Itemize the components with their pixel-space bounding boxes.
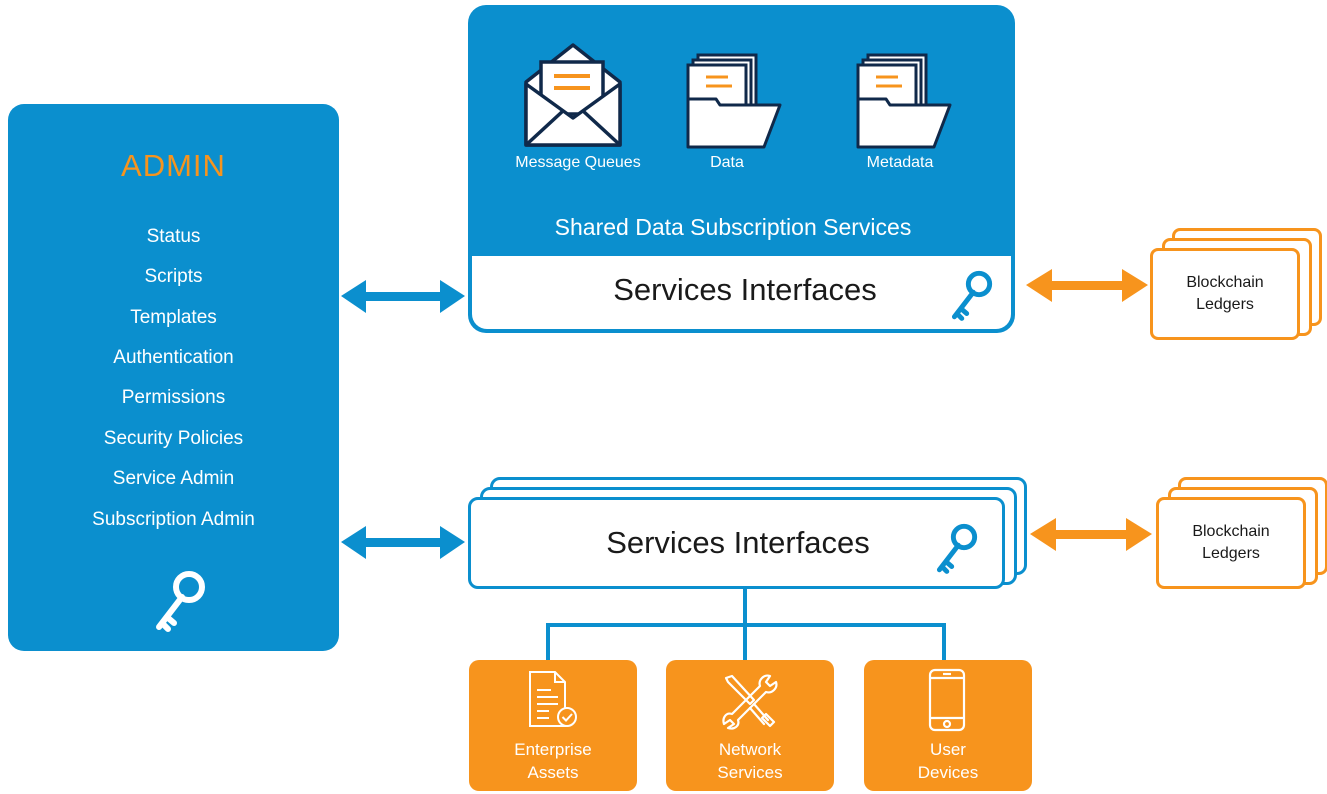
document-check-icon bbox=[529, 671, 577, 727]
shared-services-interface-label: Services Interfaces bbox=[613, 272, 877, 307]
metadata-folder-icon bbox=[856, 53, 952, 149]
admin-item-security-policies: Security Policies bbox=[103, 428, 244, 449]
ledger-bottom-label: Blockchain Ledgers bbox=[1156, 521, 1306, 565]
tile-network-services-line1: Network bbox=[718, 740, 782, 759]
admin-item-templates: Templates bbox=[130, 307, 217, 328]
connector-tree bbox=[546, 589, 946, 660]
tile-user-devices-label: User Devices bbox=[864, 738, 1032, 784]
tile-user-devices-line1: User bbox=[930, 740, 966, 759]
tile-enterprise-assets: Enterprise Assets bbox=[469, 660, 637, 791]
tools-icon bbox=[722, 674, 778, 730]
ledger-top-label-line1: Blockchain bbox=[1186, 274, 1264, 291]
tile-network-services-label: Network Services bbox=[666, 738, 834, 784]
tile-network-services: Network Services bbox=[666, 660, 834, 791]
envelope-icon bbox=[524, 43, 622, 147]
lower-interface-key-icon bbox=[939, 526, 974, 571]
ledger-bottom-label-line1: Blockchain bbox=[1192, 523, 1270, 540]
admin-item-scripts: Scripts bbox=[144, 266, 203, 287]
ledger-bottom-front bbox=[1156, 497, 1306, 589]
admin-title: ADMIN bbox=[121, 148, 226, 183]
admin-item-service-admin: Service Admin bbox=[112, 468, 235, 489]
tile-enterprise-assets-label: Enterprise Assets bbox=[469, 738, 637, 784]
admin-item-permissions: Permissions bbox=[121, 387, 226, 408]
data-label: Data bbox=[710, 154, 744, 171]
tile-user-devices: User Devices bbox=[864, 660, 1032, 791]
arrow-admin-to-lower bbox=[341, 526, 465, 559]
lower-services-interface-label: Services Interfaces bbox=[606, 525, 870, 560]
phone-icon bbox=[928, 668, 966, 732]
ledger-bottom-label-line2: Ledgers bbox=[1202, 545, 1260, 562]
tile-network-services-line2: Services bbox=[717, 763, 783, 782]
shared-services-title: Shared Data Subscription Services bbox=[554, 214, 912, 240]
ledger-top-label: Blockchain Ledgers bbox=[1150, 272, 1300, 316]
arrow-shared-to-ledger bbox=[1026, 269, 1148, 302]
message-queues-label: Message Queues bbox=[515, 154, 641, 171]
tile-enterprise-assets-line1: Enterprise bbox=[514, 740, 592, 759]
services-interfaces-card bbox=[468, 497, 1005, 589]
admin-key-icon bbox=[159, 574, 202, 629]
ledger-top-label-line2: Ledgers bbox=[1196, 296, 1254, 313]
admin-item-authentication: Authentication bbox=[113, 347, 234, 368]
metadata-label: Metadata bbox=[866, 154, 934, 171]
arrow-lower-to-ledger bbox=[1030, 518, 1152, 551]
arrow-admin-to-shared bbox=[341, 280, 465, 313]
data-folder-icon bbox=[686, 53, 782, 149]
ledger-top-front bbox=[1150, 248, 1300, 340]
shared-services-interface-panel bbox=[472, 256, 1011, 329]
tile-enterprise-assets-line2: Assets bbox=[527, 763, 579, 782]
admin-item-status: Status bbox=[146, 226, 201, 247]
tile-user-devices-line2: Devices bbox=[917, 763, 979, 782]
admin-panel bbox=[8, 104, 339, 651]
shared-interface-key-icon bbox=[954, 273, 989, 318]
admin-item-subscription-admin: Subscription Admin bbox=[92, 509, 255, 530]
